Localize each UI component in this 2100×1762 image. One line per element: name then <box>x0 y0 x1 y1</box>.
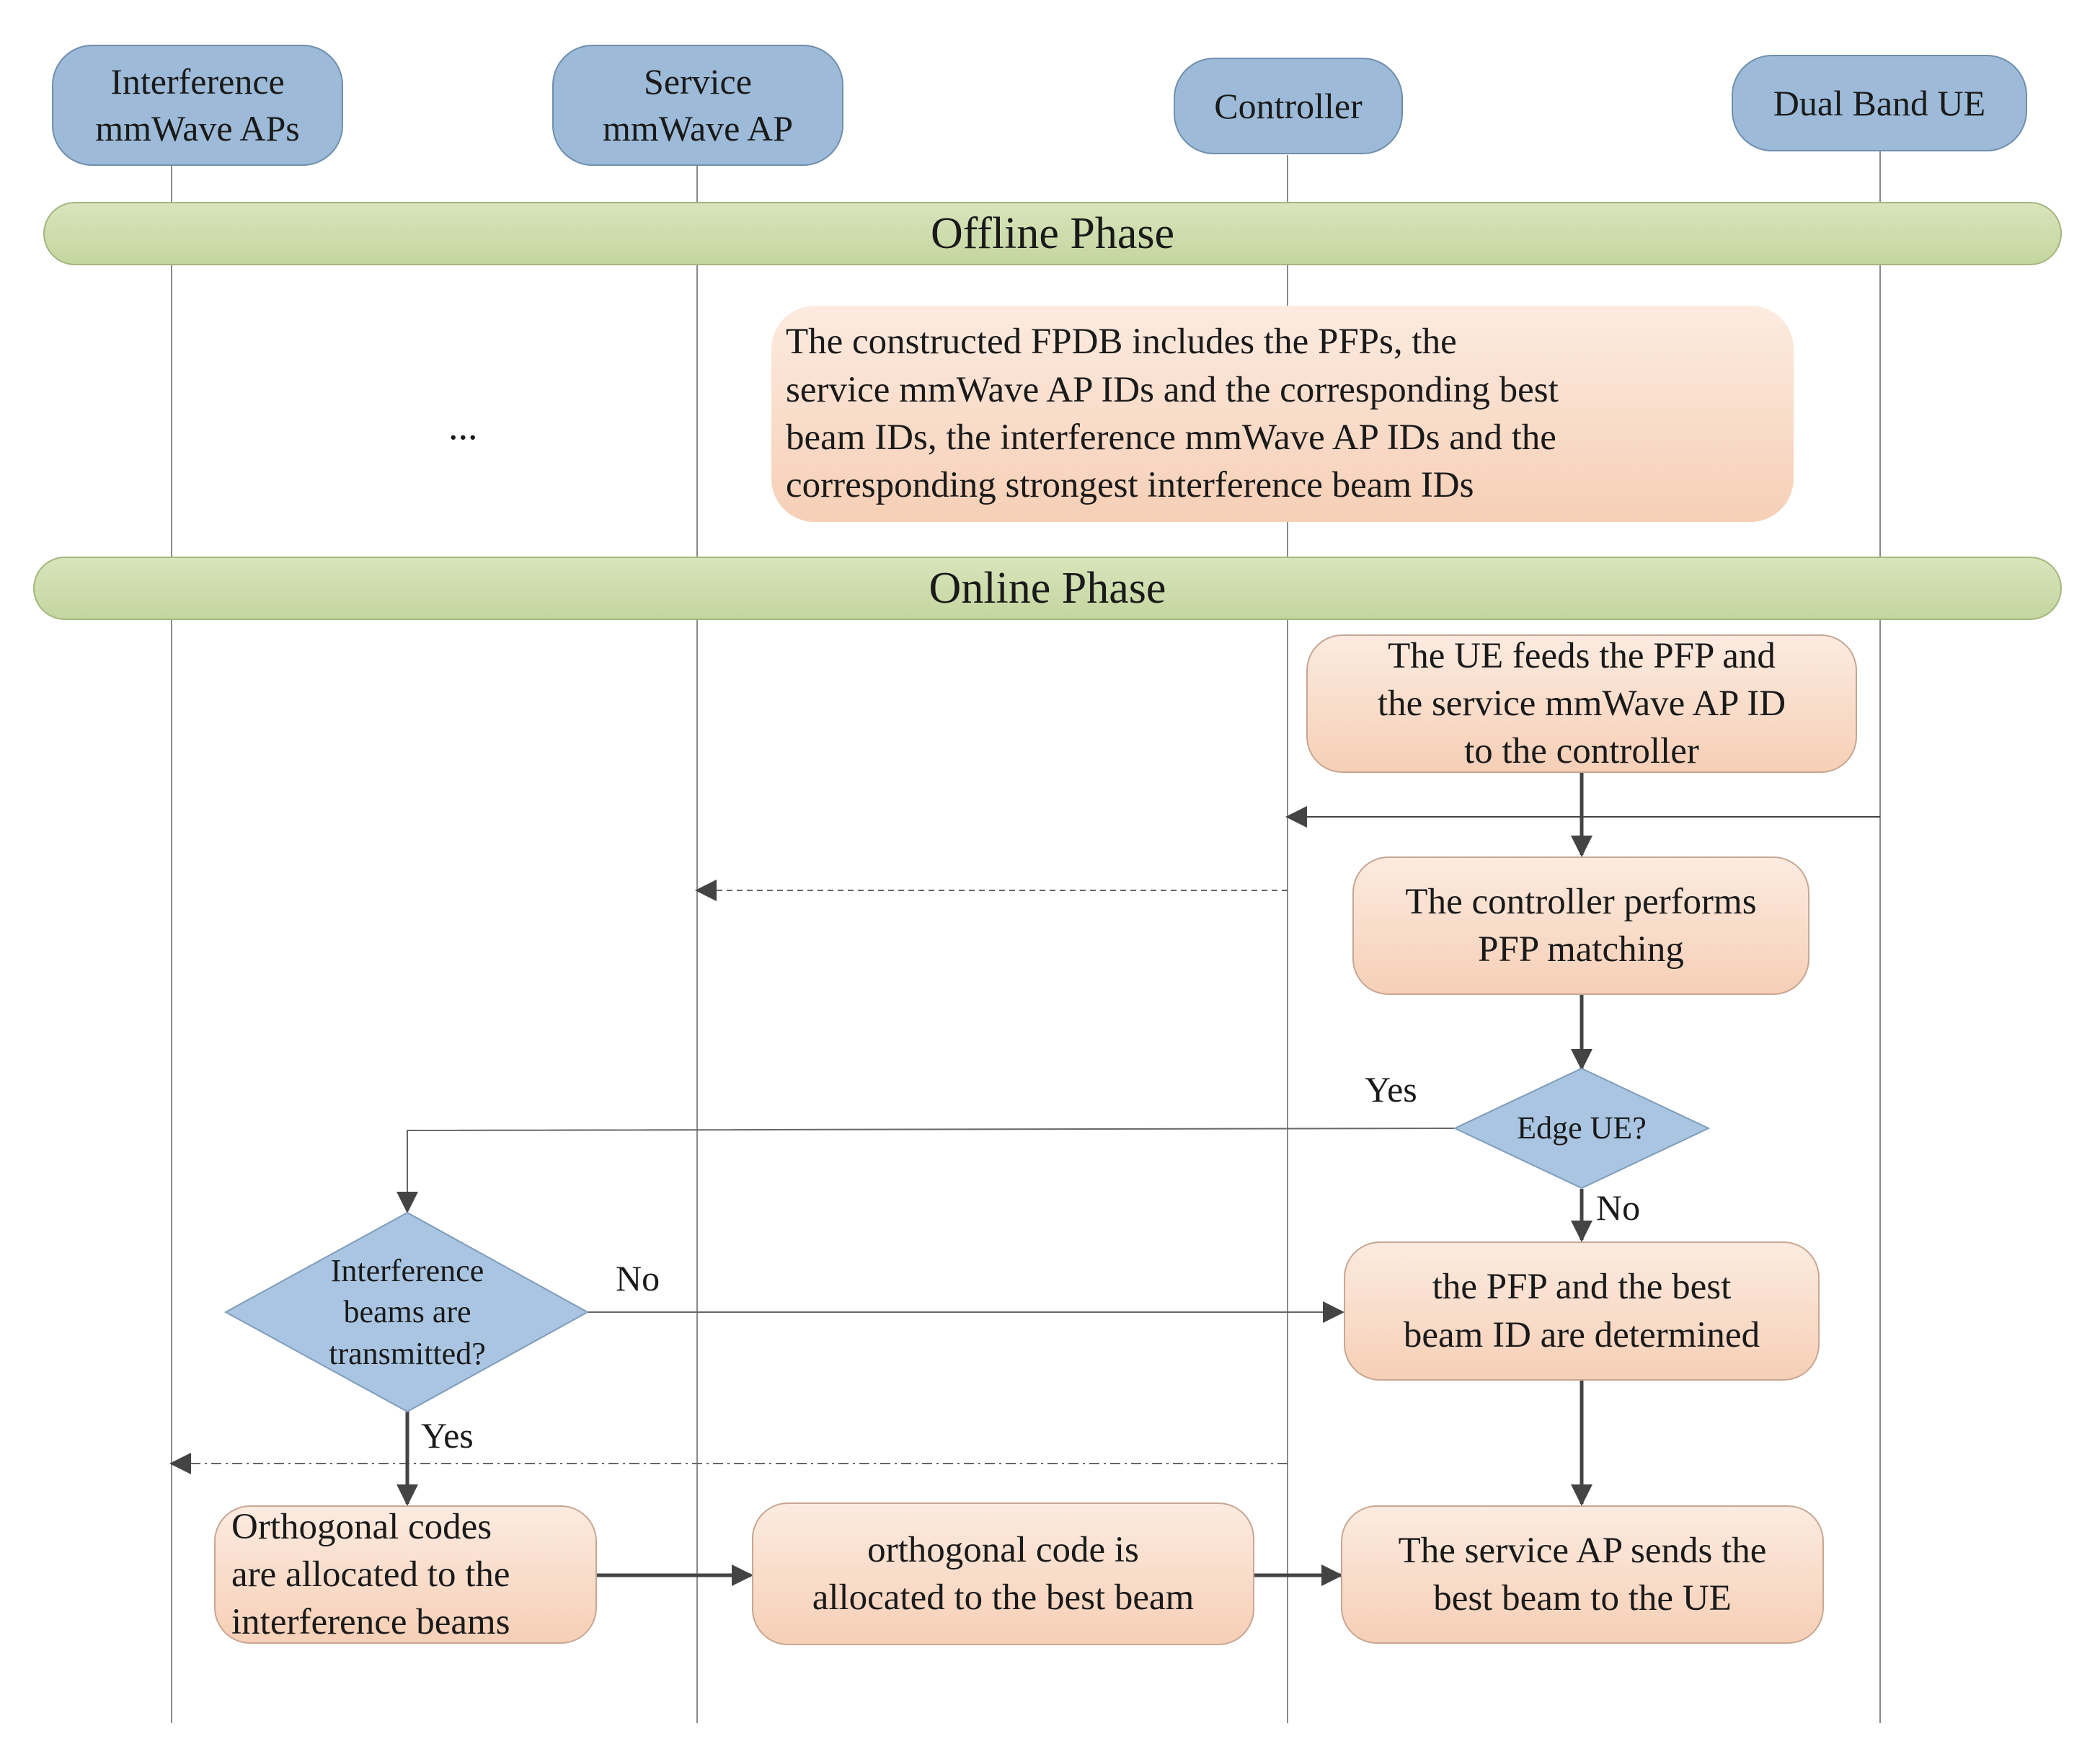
orthogonal-code-best-beam-box: orthogonal code is allocated to the best… <box>752 1502 1254 1645</box>
ellipsis-label: ... <box>448 404 478 448</box>
lane-controller: Controller <box>1174 58 1403 154</box>
pfp-matching-box: The controller performs PFP matching <box>1352 856 1809 995</box>
ue-feeds-pfp-box: The UE feeds the PFP and the service mmW… <box>1306 634 1857 773</box>
interference-yes-label: Yes <box>421 1415 474 1456</box>
lane-service-ap: Service mmWave AP <box>552 45 843 166</box>
interference-no-label: No <box>616 1258 660 1298</box>
edge-no-label: No <box>1596 1187 1641 1228</box>
lane-dual-band-ue: Dual Band UE <box>1732 55 2027 151</box>
fpdb-description-box: The constructed FPDB includes the PFPs, … <box>771 306 1794 522</box>
edge-yes-label: Yes <box>1365 1069 1417 1110</box>
online-phase-bar: Online Phase <box>33 557 2062 620</box>
offline-phase-bar: Offline Phase <box>43 202 2062 265</box>
interference-tx-label: Interference beams are transmitted? <box>329 1253 486 1371</box>
lane-interference-aps: Interference mmWave APs <box>52 45 343 166</box>
interference-tx-decision <box>223 1211 590 1413</box>
pfp-determined-box: the PFP and the best beam ID are determi… <box>1344 1241 1820 1381</box>
service-ap-sends-box: The service AP sends the best beam to th… <box>1341 1505 1824 1644</box>
arrow-edge-yes <box>396 1128 1456 1213</box>
edge-ue-decision <box>1453 1067 1711 1190</box>
edge-ue-label: Edge UE? <box>1517 1110 1647 1146</box>
orthogonal-codes-interference-box: Orthogonal codes are allocated to the in… <box>214 1505 597 1644</box>
